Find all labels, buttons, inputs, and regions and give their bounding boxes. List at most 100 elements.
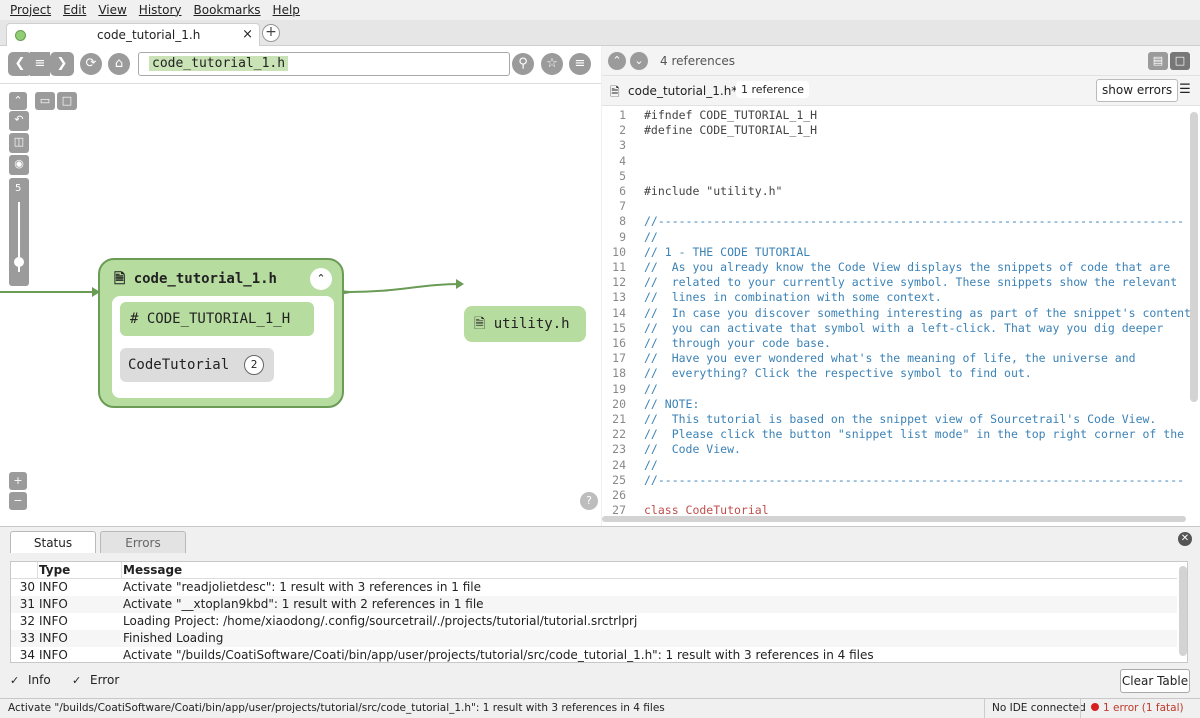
previous-reference-icon[interactable]: ⌃ xyxy=(608,52,626,70)
file-node-code-tutorial[interactable]: 🗎 code_tutorial_1.h ⌃ # CODE_TUTORIAL_1_… xyxy=(98,258,344,408)
line-number: 23 xyxy=(612,442,626,457)
class-member-count-badge[interactable]: 2 xyxy=(244,355,264,375)
code-line: 23// Code View. xyxy=(602,442,1190,457)
search-input[interactable]: code_tutorial_1.h xyxy=(138,52,510,76)
line-number: 8 xyxy=(619,214,626,229)
code-line: 18// everything? Click the respective sy… xyxy=(602,366,1190,381)
status-message[interactable]: Activate "/builds/CoatiSoftware/Coati/bi… xyxy=(8,702,665,714)
close-tab-icon[interactable]: × xyxy=(242,27,253,42)
line-number: 12 xyxy=(612,275,626,290)
error-count-label: 1 error (1 fatal) xyxy=(1103,702,1184,714)
bookmark-list-icon[interactable]: ≡ xyxy=(569,53,591,75)
menu-view[interactable]: View xyxy=(98,3,127,17)
file-node-utility[interactable]: 🗎 utility.h xyxy=(464,306,586,342)
single-file-mode-icon[interactable]: □ xyxy=(1170,52,1190,70)
line-number: 20 xyxy=(612,396,626,411)
menu-edit[interactable]: Edit xyxy=(63,3,87,17)
collapse-up-icon[interactable]: ⌃ xyxy=(9,92,27,110)
row-message: Activate "readjolietdesc": 1 result with… xyxy=(123,580,481,594)
snippet-list-mode-icon[interactable]: ▤ xyxy=(1148,52,1168,70)
code-line: 10// 1 - THE CODE TUTORIAL xyxy=(602,245,1190,260)
row-number: 34 xyxy=(19,648,35,662)
menu-help[interactable]: Help xyxy=(272,3,300,17)
home-icon[interactable]: ⌂ xyxy=(108,53,130,75)
code-text: // everything? Click the respective symb… xyxy=(644,366,1032,381)
code-text: // Have you ever wondered what's the mea… xyxy=(644,351,1136,366)
code-line: 2#define CODE_TUTORIAL_1_H xyxy=(602,123,1190,138)
new-tab-button[interactable]: + xyxy=(262,24,280,42)
menu-bar: Project Edit View History Bookmarks Help xyxy=(0,0,1200,20)
menu-bookmarks[interactable]: Bookmarks xyxy=(193,3,261,17)
line-number: 9 xyxy=(619,229,626,244)
macro-node-label: CODE_TUTORIAL_1_H xyxy=(146,311,291,327)
reference-count: 4 references xyxy=(660,54,735,68)
ide-connection-status: No IDE connected xyxy=(984,699,1086,718)
filter-error-checkbox[interactable]: ✓Error xyxy=(72,673,119,687)
code-horizontal-scrollbar[interactable] xyxy=(602,516,1186,522)
file-menu-icon[interactable]: ☰ xyxy=(1179,82,1191,97)
file-view-toggle-icon[interactable]: □ xyxy=(57,92,77,110)
utility-node-label: utility.h xyxy=(493,316,570,332)
tab-errors[interactable]: Errors xyxy=(100,531,186,553)
code-line: 21 // This tutorial is based on the snipp… xyxy=(602,412,1190,427)
code-text: // NOTE: xyxy=(644,396,700,411)
code-text: //--------------------------------------… xyxy=(644,472,1185,487)
code-navigation-bar: ⌃ ⌄ 4 references ▤ □ xyxy=(602,46,1200,76)
row-type: INFO xyxy=(39,597,68,611)
row-type: INFO xyxy=(39,614,68,628)
clear-table-button[interactable]: Clear Table xyxy=(1120,669,1190,693)
tab-status[interactable]: Status xyxy=(10,531,96,553)
macro-node[interactable]: # CODE_TUTORIAL_1_H xyxy=(120,302,314,336)
graph-canvas[interactable]: ⌃ ▭ □ ↶ ◫ ◉ 5 🗎 code_tutorial_1.h ⌃ # CO… xyxy=(0,84,601,560)
row-type: INFO xyxy=(39,648,68,662)
depth-slider[interactable]: 5 xyxy=(9,178,29,286)
code-text: // Please click the button "snippet list… xyxy=(644,427,1185,442)
table-scrollbar[interactable] xyxy=(1179,566,1187,656)
code-line: 15// you can activate that symbol with a… xyxy=(602,321,1190,336)
refresh-icon[interactable]: ⟳ xyxy=(80,53,102,75)
next-reference-icon[interactable]: ⌄ xyxy=(630,52,648,70)
help-icon[interactable]: ? xyxy=(580,492,598,510)
code-text: // This tutorial is based on the snippet… xyxy=(644,412,1157,426)
show-errors-button[interactable]: show errors xyxy=(1096,79,1179,102)
line-number: 21 xyxy=(612,412,626,426)
row-type: INFO xyxy=(39,631,68,645)
code-file-name[interactable]: code_tutorial_1.h* xyxy=(628,84,738,98)
class-node[interactable]: CodeTutorial 2 xyxy=(120,348,274,382)
bookmark-star-icon[interactable]: ☆ xyxy=(541,53,563,75)
search-toolbar: ❮ ≡ ❯ ⟳ ⌂ code_tutorial_1.h ⚲ ☆ ≡ xyxy=(0,46,601,84)
group-namespace-icon[interactable]: ◉ xyxy=(9,155,29,175)
tab-code-tutorial[interactable]: code_tutorial_1.h × xyxy=(6,23,260,47)
filter-info-label: Info xyxy=(28,673,51,687)
filter-info-checkbox[interactable]: ✓Info xyxy=(10,673,51,687)
code-text: // through your code base. xyxy=(644,336,831,350)
history-list-icon[interactable]: ≡ xyxy=(30,52,50,76)
column-type: Type xyxy=(39,563,71,577)
back-icon[interactable]: ❮ xyxy=(8,52,32,76)
menu-project[interactable]: Project xyxy=(10,3,52,17)
depth-value: 5 xyxy=(15,183,22,194)
layout-icon[interactable]: ↶ xyxy=(9,111,29,131)
graph-view-toggle-icon[interactable]: ▭ xyxy=(35,92,55,110)
code-vertical-scrollbar[interactable] xyxy=(1190,112,1198,402)
group-file-icon[interactable]: ◫ xyxy=(9,133,29,153)
search-icon[interactable]: ⚲ xyxy=(512,53,534,75)
code-line: 25//------------------------------------… xyxy=(602,473,1190,488)
zoom-in-icon[interactable]: + xyxy=(9,472,27,490)
collapse-node-icon[interactable]: ⌃ xyxy=(310,268,332,290)
error-count[interactable]: 1 error (1 fatal) xyxy=(1080,699,1184,718)
row-type: INFO xyxy=(39,580,68,594)
zoom-out-icon[interactable]: − xyxy=(9,492,27,510)
forward-icon[interactable]: ❯ xyxy=(50,52,74,76)
close-panel-icon[interactable]: ✕ xyxy=(1178,532,1192,546)
menu-history[interactable]: History xyxy=(138,3,182,17)
line-number: 19 xyxy=(612,381,626,396)
depth-slider-handle[interactable] xyxy=(14,257,24,267)
